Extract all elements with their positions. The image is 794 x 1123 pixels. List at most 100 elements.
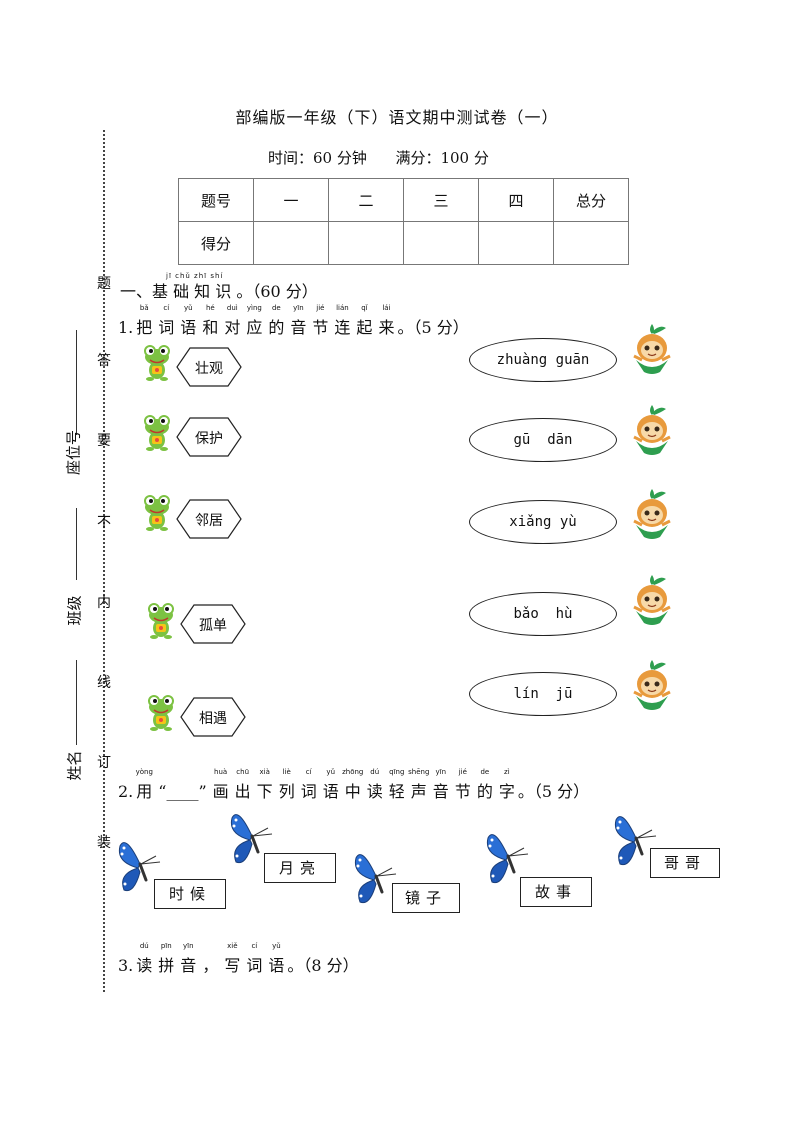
q1-char-hanzi: 把 xyxy=(136,318,153,337)
onion-character-icon xyxy=(630,658,674,716)
q1-char-pinyin: yǔ xyxy=(184,304,193,312)
butterfly-icon xyxy=(228,806,274,872)
q2-char-hanzi: 列 xyxy=(278,782,295,801)
section1-title-text: 一、基 础 知 识 。（60 分） xyxy=(120,282,318,301)
time-and-score-line: 时间：60 分钟 满分：100 分 xyxy=(268,149,489,167)
frog-icon xyxy=(142,344,172,386)
q1-char-pinyin: yīn xyxy=(293,304,304,312)
word-card-text: 孤单 xyxy=(199,618,227,634)
score-cell[interactable] xyxy=(478,221,554,265)
pinyin-oval[interactable]: gū dān xyxy=(469,418,617,462)
q1-char-hanzi: 应 xyxy=(246,318,263,337)
word-card[interactable]: 孤单 xyxy=(180,604,250,644)
word-card[interactable]: 保护 xyxy=(176,417,246,457)
class-line[interactable] xyxy=(76,508,77,580)
q2-char-hanzi: 字 xyxy=(498,782,515,801)
q2-char-pinyin: zì xyxy=(504,768,510,776)
score-header-cell: 题号 xyxy=(178,178,254,222)
q2-char-pinyin: shēng xyxy=(408,768,430,776)
frog-icon xyxy=(146,694,176,736)
q2-char-hanzi: 下 xyxy=(256,782,273,801)
pinyin-oval[interactable]: lín jū xyxy=(469,672,617,716)
q2-word-box[interactable]: 故事 xyxy=(520,877,592,907)
word-card-text: 壮观 xyxy=(195,361,223,377)
class-label: 班级 xyxy=(65,595,84,626)
q2-char-hanzi: “____” xyxy=(158,782,207,801)
q2-char-pinyin: jié xyxy=(458,768,467,776)
q1-char-pinyin: lián xyxy=(336,304,349,312)
butterfly-icon xyxy=(484,826,530,892)
pinyin-oval[interactable]: zhuàng guān xyxy=(469,338,617,382)
q1-char-pinyin: bǎ xyxy=(139,304,149,312)
name-line[interactable] xyxy=(76,660,77,745)
q1-char-hanzi: 音 xyxy=(290,318,307,337)
q2-char-hanzi: 读 xyxy=(366,782,383,801)
q2-number: 2. xyxy=(118,782,134,801)
score-header-cell: 三 xyxy=(403,178,479,222)
q3-char-hanzi: 语 xyxy=(268,956,285,975)
score-cell[interactable] xyxy=(253,221,329,265)
pinyin-oval[interactable]: xiǎng yù xyxy=(469,500,617,544)
q2-char-hanzi: 出 xyxy=(234,782,251,801)
q1-char-pinyin: jié xyxy=(316,304,325,312)
q2-char: xià 下 xyxy=(256,768,273,802)
pinyin-oval[interactable]: bǎo hù xyxy=(469,592,617,636)
q3-char-pinyin: yǔ xyxy=(272,942,281,950)
butterfly-icon xyxy=(352,846,398,912)
word-card[interactable]: 壮观 xyxy=(176,347,246,387)
q1-suffix: 。（5 分） xyxy=(397,318,469,337)
score-cell[interactable] xyxy=(553,221,629,265)
score-cell[interactable] xyxy=(403,221,479,265)
q3-number: 3. xyxy=(118,956,134,975)
q2-char-hanzi: 声 xyxy=(410,782,427,801)
onion-character-icon xyxy=(630,573,674,631)
binding-char: 题 xyxy=(97,276,111,292)
score-cell[interactable] xyxy=(328,221,404,265)
onion-character-icon xyxy=(630,322,674,380)
word-card-text: 相遇 xyxy=(199,711,227,727)
q2-word-box[interactable]: 月亮 xyxy=(264,853,336,883)
q2-char-hanzi: 语 xyxy=(322,782,339,801)
q2-word-box[interactable]: 哥哥 xyxy=(650,848,720,878)
score-header-cell: 四 xyxy=(478,178,554,222)
q3-char: ， xyxy=(202,952,218,976)
q1-char-hanzi: 的 xyxy=(268,318,285,337)
word-card[interactable]: 相遇 xyxy=(180,697,250,737)
q1-char-hanzi: 起 xyxy=(356,318,373,337)
word-card[interactable]: 邻居 xyxy=(176,499,246,539)
section1-pinyin: jī chǔ zhī shí xyxy=(166,272,224,280)
q2-char-pinyin: xià xyxy=(259,768,270,776)
exam-title: 部编版一年级（下）语文期中测试卷（一） xyxy=(235,108,559,127)
score-row-label: 得分 xyxy=(178,221,254,265)
q3-char-pinyin: dú xyxy=(139,942,149,950)
q2-char-pinyin: dú xyxy=(370,768,380,776)
q2-suffix: 。（5 分） xyxy=(517,782,590,801)
q1-char-pinyin: yìng xyxy=(246,304,262,312)
q2-char-hanzi: 音 xyxy=(432,782,449,801)
q1-char-pinyin: lái xyxy=(382,304,391,312)
q2-word-box[interactable]: 镜子 xyxy=(392,883,460,913)
frog-icon xyxy=(146,602,176,644)
q3-char-hanzi: 写 xyxy=(224,956,241,975)
binding-dotted-line xyxy=(103,130,105,992)
seat-number-line[interactable] xyxy=(76,330,77,435)
score-header-cell: 一 xyxy=(253,178,329,222)
score-header-cell: 二 xyxy=(328,178,404,222)
q2-word-box[interactable]: 时候 xyxy=(154,879,226,909)
